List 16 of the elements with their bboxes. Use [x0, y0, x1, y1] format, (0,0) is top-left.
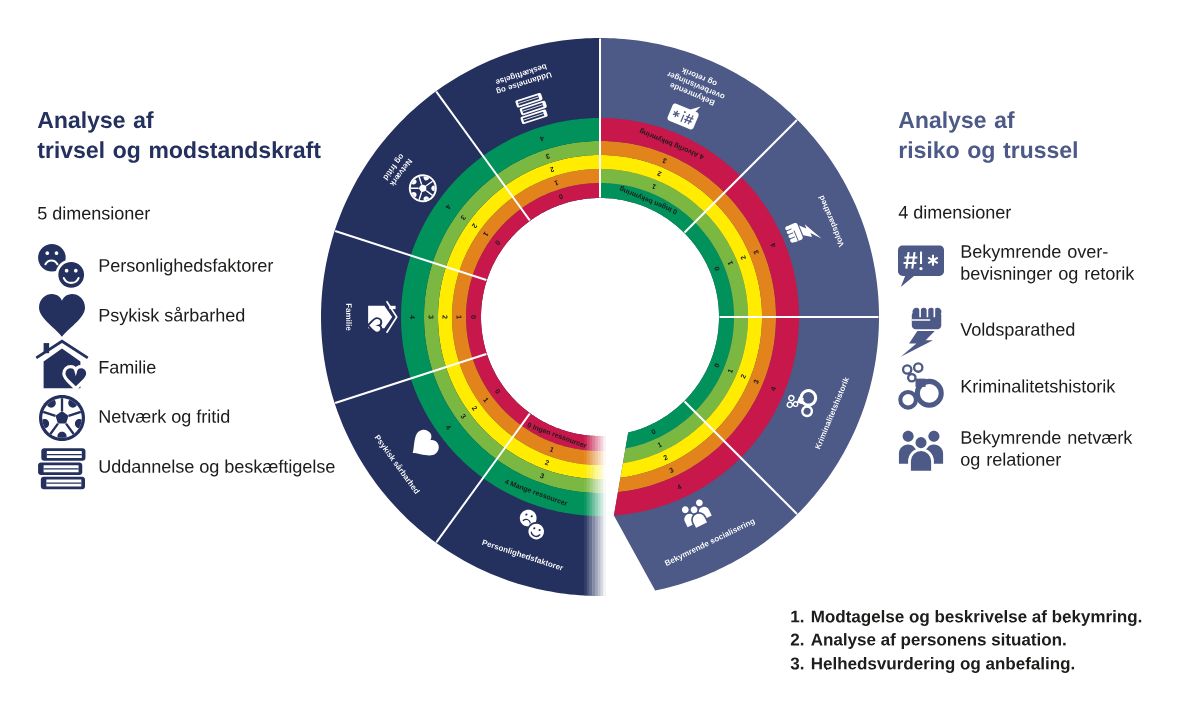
list-item: 3. Helhedsvurdering og anbefaling. — [790, 657, 1075, 673]
legend-text: Bekymrende over- bevisninger og retorik — [961, 244, 1135, 284]
legend-text: Psykisk sårbarhed — [99, 306, 245, 326]
heading: Analyse af trivsel og modstandskraft — [37, 111, 321, 163]
legend-text: Voldsparathed — [960, 322, 1075, 340]
legend-text: Netværk og fritid — [99, 409, 230, 427]
legend-text: Familie — [99, 360, 156, 374]
heading: Analyse af risiko og trussel — [898, 111, 1077, 163]
list-item: 2. Analyse af personens situation. — [790, 633, 1066, 649]
subheading: 4 dimensioner — [898, 205, 1011, 219]
list-item: 1. Modtagelse og beskrivelse af bekymring. — [791, 610, 1142, 626]
legend-text: Kriminalitetshistorik — [961, 379, 1116, 393]
legend-text: Personlighedsfaktorer — [99, 258, 274, 276]
legend-text: Bekymrende netværk og relationer — [961, 430, 1133, 470]
subheading: 5 dimensioner — [38, 206, 150, 220]
legend-text: Uddannelse og beskæftigelse — [99, 459, 335, 477]
